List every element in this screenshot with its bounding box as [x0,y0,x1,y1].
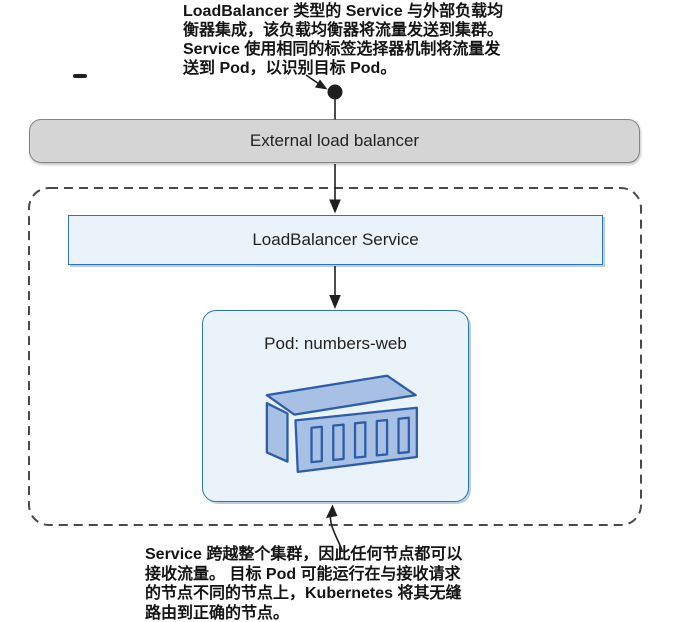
pod-label: Pod: numbers-web [264,334,407,353]
bottom-annotation-line: 接收流量。 目标 Pod 可能运行在与接收请求 [145,565,461,583]
connector-dot [327,84,343,120]
top-annotation-line: 衡器集成，该负载均衡器将流量发送到集群。 [183,22,504,39]
top-annotation-line: 送到 Pod，以识别目标 Pod。 [183,60,397,77]
container-3d-icon [265,374,418,474]
flow-arrow-lb-to-service-icon [329,164,341,214]
bottom-annotation-line: 路由到正确的节点。 [145,604,290,622]
external-load-balancer-box: External load balancer [29,119,640,163]
top-annotation: LoadBalancer 类型的 Service 与外部负载均 衡器集成，该负载… [183,2,503,78]
loadbalancer-service-box: LoadBalancer Service [68,215,603,265]
external-load-balancer-label: External load balancer [249,131,420,150]
bottom-annotation-line: Service 跨越整个集群，因此任何节点都可以 [145,546,463,563]
loadbalancer-service-label: LoadBalancer Service [252,230,419,249]
stray-mark [73,74,87,78]
bottom-annotation-line: 的节点不同的节点上，Kubernetes 将其无缝 [145,585,462,602]
top-annotation-line: Service 使用相同的标签选择器机制将流量发 [183,41,501,58]
top-annotation-line: LoadBalancer 类型的 Service 与外部负载均 [183,3,504,20]
annotation-arrow-to-pod-icon [326,504,343,551]
flow-arrow-service-to-pod-icon [329,266,341,309]
bottom-annotation: Service 跨越整个集群，因此任何节点都可以 接收流量。 目标 Pod 可能… [145,545,462,622]
pod-box: Pod: numbers-web [202,310,469,502]
